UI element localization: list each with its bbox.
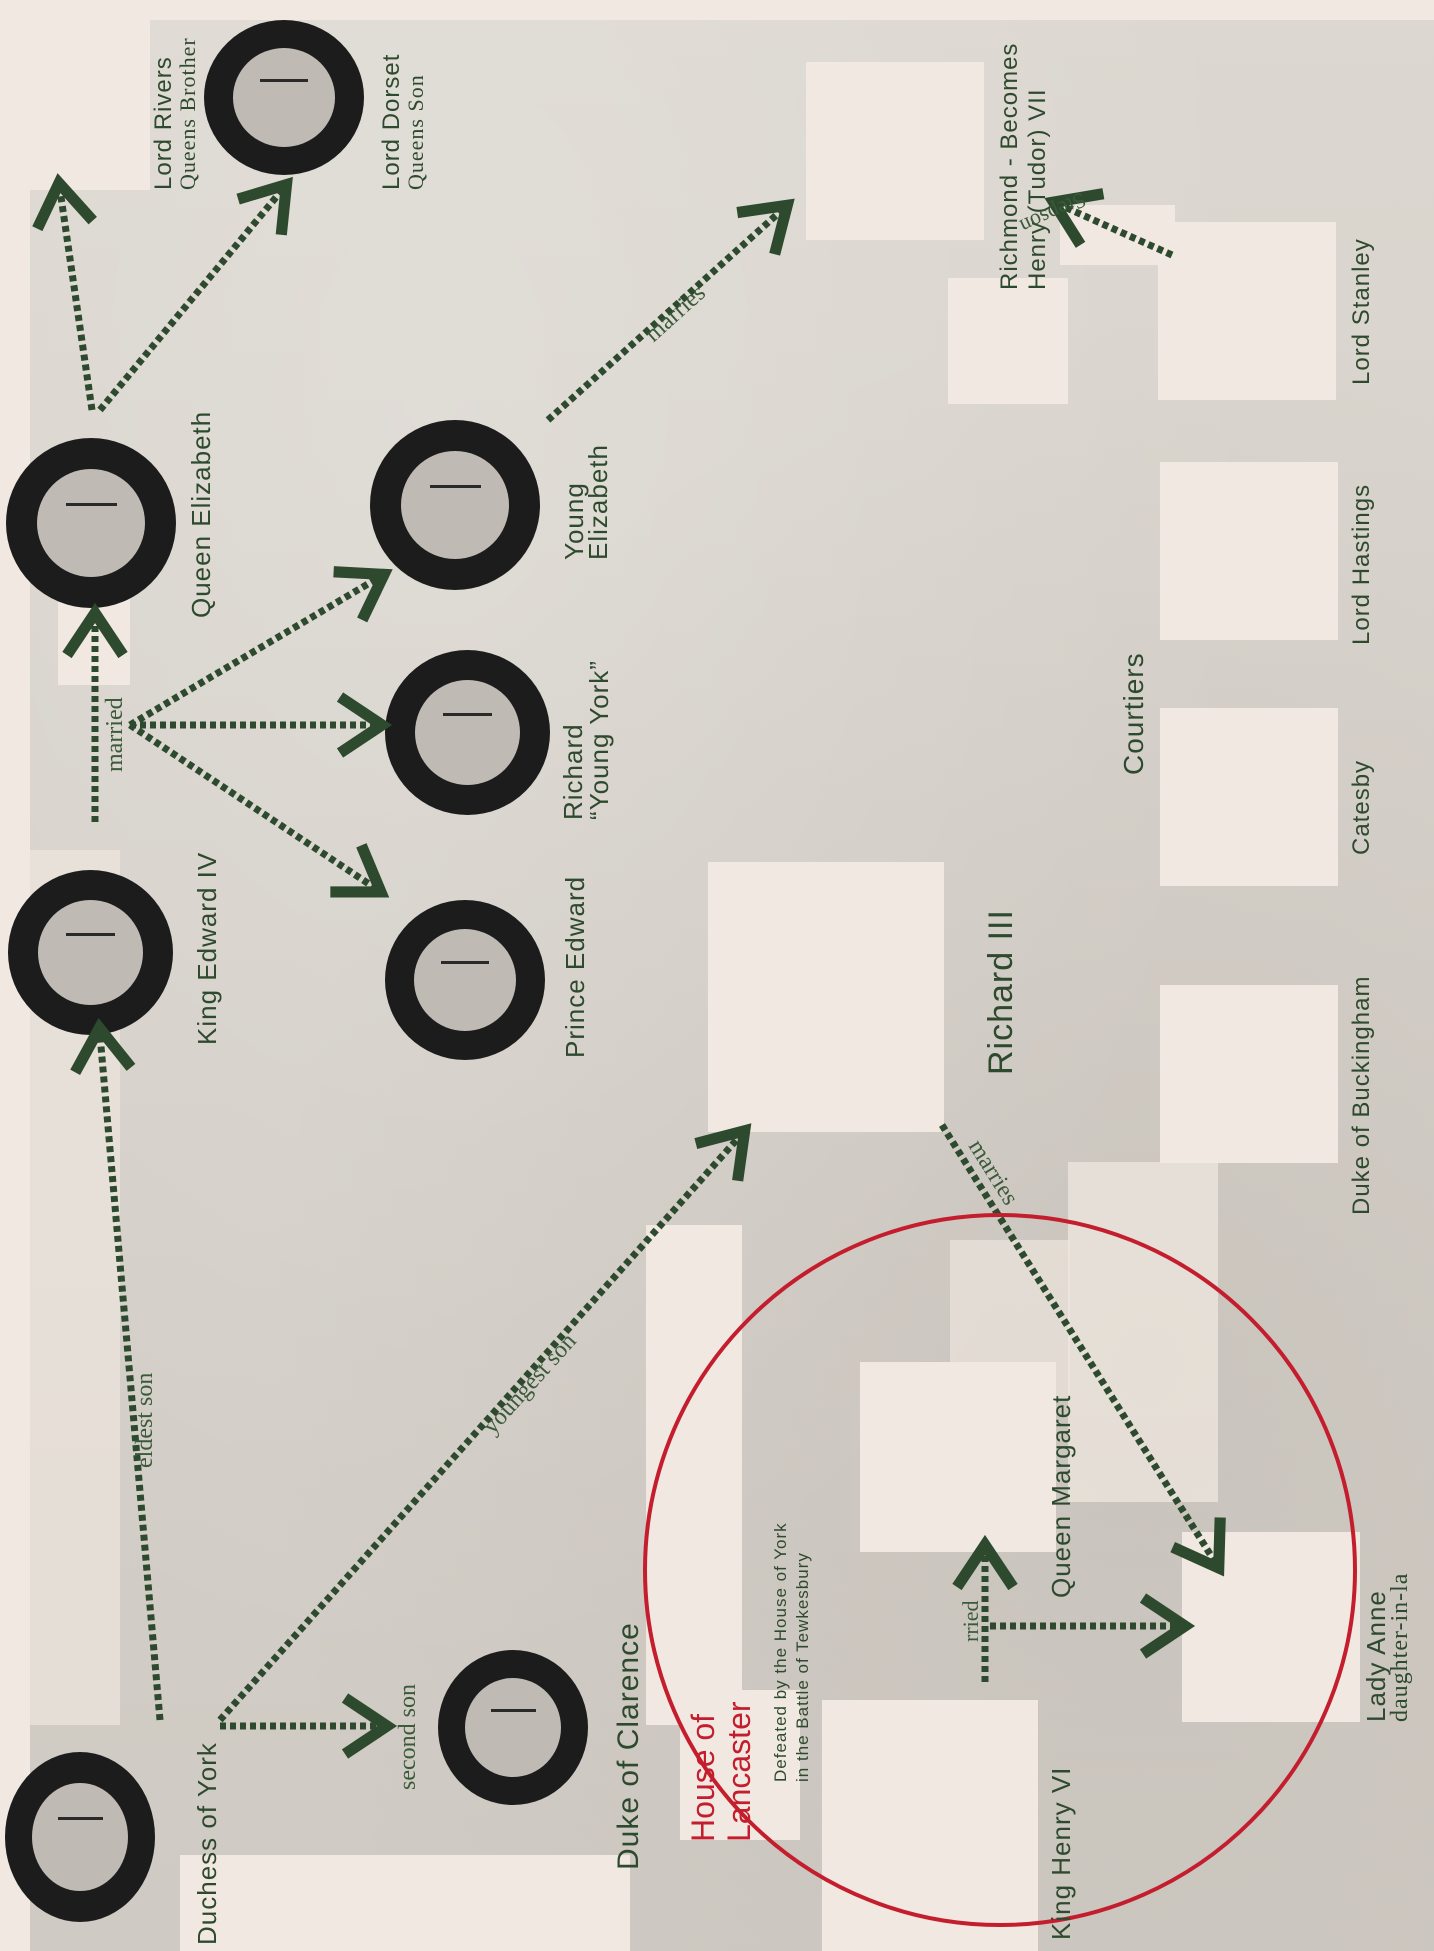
lord-dorset-portrait xyxy=(204,20,364,175)
panel-hastings xyxy=(1160,462,1338,640)
label-lord-rivers: Lord Rivers Queens Brother xyxy=(150,37,200,190)
label-queen-elizabeth: Queen Elizabeth xyxy=(186,410,216,618)
label-queen-margaret: Queen Margaret xyxy=(1046,1394,1076,1598)
king-edward-iv-portrait xyxy=(8,870,173,1035)
arrow-lord-rivers xyxy=(32,173,97,411)
label-richard-iii: Richard III xyxy=(982,909,1020,1075)
panel-catesby xyxy=(1160,708,1338,886)
panel-lancaster-col xyxy=(646,1225,742,1725)
arrow-stepson xyxy=(1044,188,1174,259)
arrow-marries-anne xyxy=(939,1123,1226,1577)
panel-richmond xyxy=(806,62,984,240)
arrow-young-elizabeth xyxy=(128,566,393,729)
queen-elizabeth-portrait xyxy=(6,438,176,608)
lancaster-title: House of Lancaster xyxy=(685,1701,757,1842)
label-lady-anne: Lady Anne daughter-in-la xyxy=(1361,1572,1413,1722)
panel-small-left xyxy=(948,278,1068,404)
note-married-henry: rried xyxy=(958,1600,983,1642)
label-duchess-of-york: Duchess of York xyxy=(192,1742,222,1945)
label-young-elizabeth: Young Elizabeth xyxy=(559,444,613,560)
arrow-prince-edward xyxy=(128,722,390,898)
panel-courtiers-bg xyxy=(1068,1162,1218,1502)
prince-edward-portrait xyxy=(385,900,545,1060)
label-richard-young-york: Richard “Young York” xyxy=(558,660,614,820)
label-duke-of-clarence: Duke of Clarence xyxy=(612,1622,645,1870)
arrow-eldest-son xyxy=(70,1017,164,1721)
note-eldest-son: eldest son xyxy=(132,1372,158,1468)
label-lord-dorset: Lord Dorset Queens Son xyxy=(378,53,428,190)
note-married: married xyxy=(102,697,128,772)
panel-richard-iii xyxy=(708,862,944,1132)
label-king-henry-vi: King Henry VI xyxy=(1046,1766,1076,1940)
arrow-youngest-son xyxy=(217,1123,752,1723)
panel-stanley xyxy=(1158,222,1336,400)
arrow-marries-richmond xyxy=(545,198,795,423)
panel-top-strip xyxy=(0,0,1434,20)
duchess-of-york-portrait xyxy=(5,1752,155,1922)
arrow-lord-dorset xyxy=(97,176,293,413)
label-lord-stanley: Lord Stanley xyxy=(1348,238,1375,385)
note-second-son: second son xyxy=(395,1684,421,1790)
label-catesby: Catesby xyxy=(1348,759,1375,855)
panel-henry-vi xyxy=(822,1700,1038,1951)
lancaster-circle xyxy=(643,1213,1357,1927)
lancaster-subtitle: Defeated by the House of York in the Bat… xyxy=(771,1522,812,1782)
panel-lancaster-text xyxy=(680,1690,800,1840)
label-king-edward-iv: King Edward IV xyxy=(192,851,222,1045)
label-courtiers: Courtiers xyxy=(1118,652,1149,775)
duke-of-clarence-portrait xyxy=(438,1650,588,1805)
panel-margaret-bg xyxy=(950,1240,1070,1400)
young-elizabeth-portrait xyxy=(370,420,540,590)
panel-bottom-left xyxy=(180,1855,630,1951)
label-duke-of-buckingham: Duke of Buckingham xyxy=(1348,975,1375,1215)
label-lord-hastings: Lord Hastings xyxy=(1348,483,1375,645)
richard-young-york-portrait xyxy=(385,650,550,815)
panel-buckingham xyxy=(1160,985,1338,1163)
label-prince-edward: Prince Edward xyxy=(560,875,590,1058)
label-richmond: Richmond - Becomes Henry (Tudor) VII xyxy=(996,42,1051,290)
